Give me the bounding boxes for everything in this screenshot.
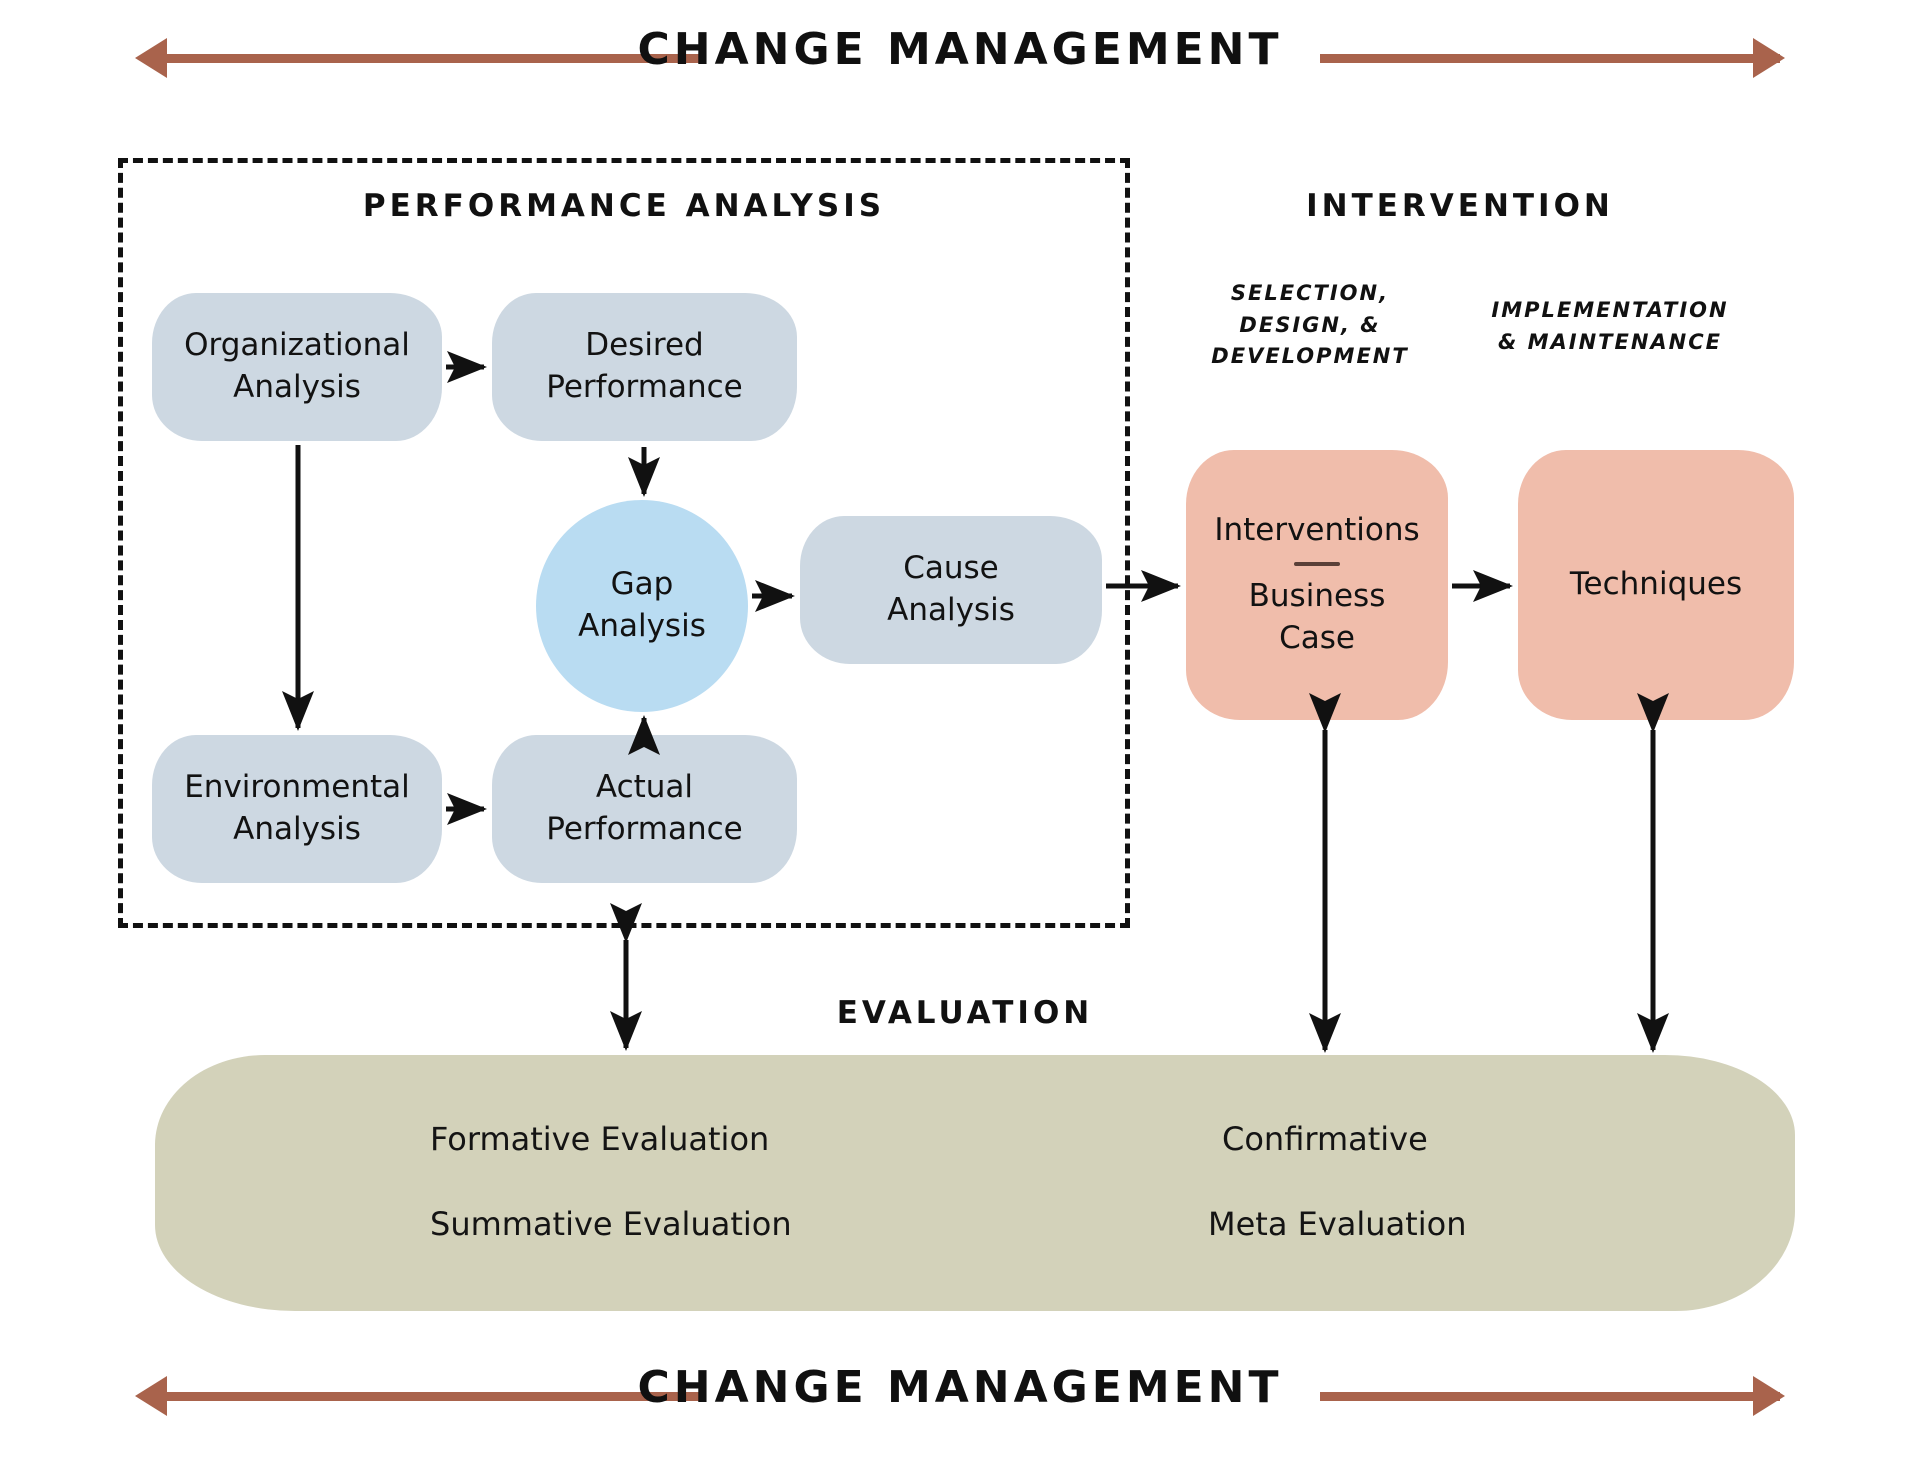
evaluation-item-confirmative: Confirmative: [1222, 1120, 1428, 1158]
evaluation-band: [155, 1055, 1795, 1311]
node-environmental-analysis[interactable]: Environmental Analysis: [152, 735, 442, 883]
case-label: Case: [1279, 619, 1355, 656]
node-actual-performance[interactable]: Actual Performance: [492, 735, 797, 883]
business-label: Business: [1248, 578, 1386, 615]
arrow-head-right-icon: [1753, 38, 1785, 78]
arrow-bar-right: [1320, 54, 1780, 63]
node-desired-performance[interactable]: Desired Performance: [492, 293, 797, 441]
top-change-management-banner: CHANGE MANAGEMENT: [0, 10, 1920, 100]
interventions-label: Interventions: [1214, 512, 1420, 549]
intervention-heading: INTERVENTION: [1306, 188, 1614, 224]
evaluation-heading: EVALUATION: [836, 995, 1094, 1031]
arrow-bar-right-bottom: [1320, 1392, 1780, 1401]
node-interventions-business-case[interactable]: Interventions Business Case: [1186, 450, 1448, 720]
divider-dash-icon: [1294, 562, 1340, 567]
arrow-bar-left: [160, 54, 700, 63]
intervention-subheading-right: IMPLEMENTATION & MAINTENANCE: [1491, 298, 1729, 354]
arrow-bar-left-bottom: [160, 1392, 700, 1401]
evaluation-item-meta: Meta Evaluation: [1208, 1205, 1467, 1243]
bottom-banner-label: CHANGE MANAGEMENT: [637, 1362, 1283, 1413]
top-banner-label: CHANGE MANAGEMENT: [637, 24, 1283, 75]
performance-analysis-heading: PERFORMANCE ANALYSIS: [362, 188, 886, 224]
bottom-change-management-banner: CHANGE MANAGEMENT: [0, 1348, 1920, 1438]
evaluation-item-formative: Formative Evaluation: [430, 1120, 770, 1158]
node-gap-analysis[interactable]: Gap Analysis: [536, 500, 748, 712]
node-cause-analysis[interactable]: Cause Analysis: [800, 516, 1102, 664]
intervention-subheading-left: SELECTION, DESIGN, & DEVELOPMENT: [1211, 281, 1409, 368]
evaluation-item-summative: Summative Evaluation: [430, 1205, 792, 1243]
node-organizational-analysis[interactable]: Organizational Analysis: [152, 293, 442, 441]
node-techniques[interactable]: Techniques: [1518, 450, 1794, 720]
arrow-head-right-icon-bottom: [1753, 1376, 1785, 1416]
